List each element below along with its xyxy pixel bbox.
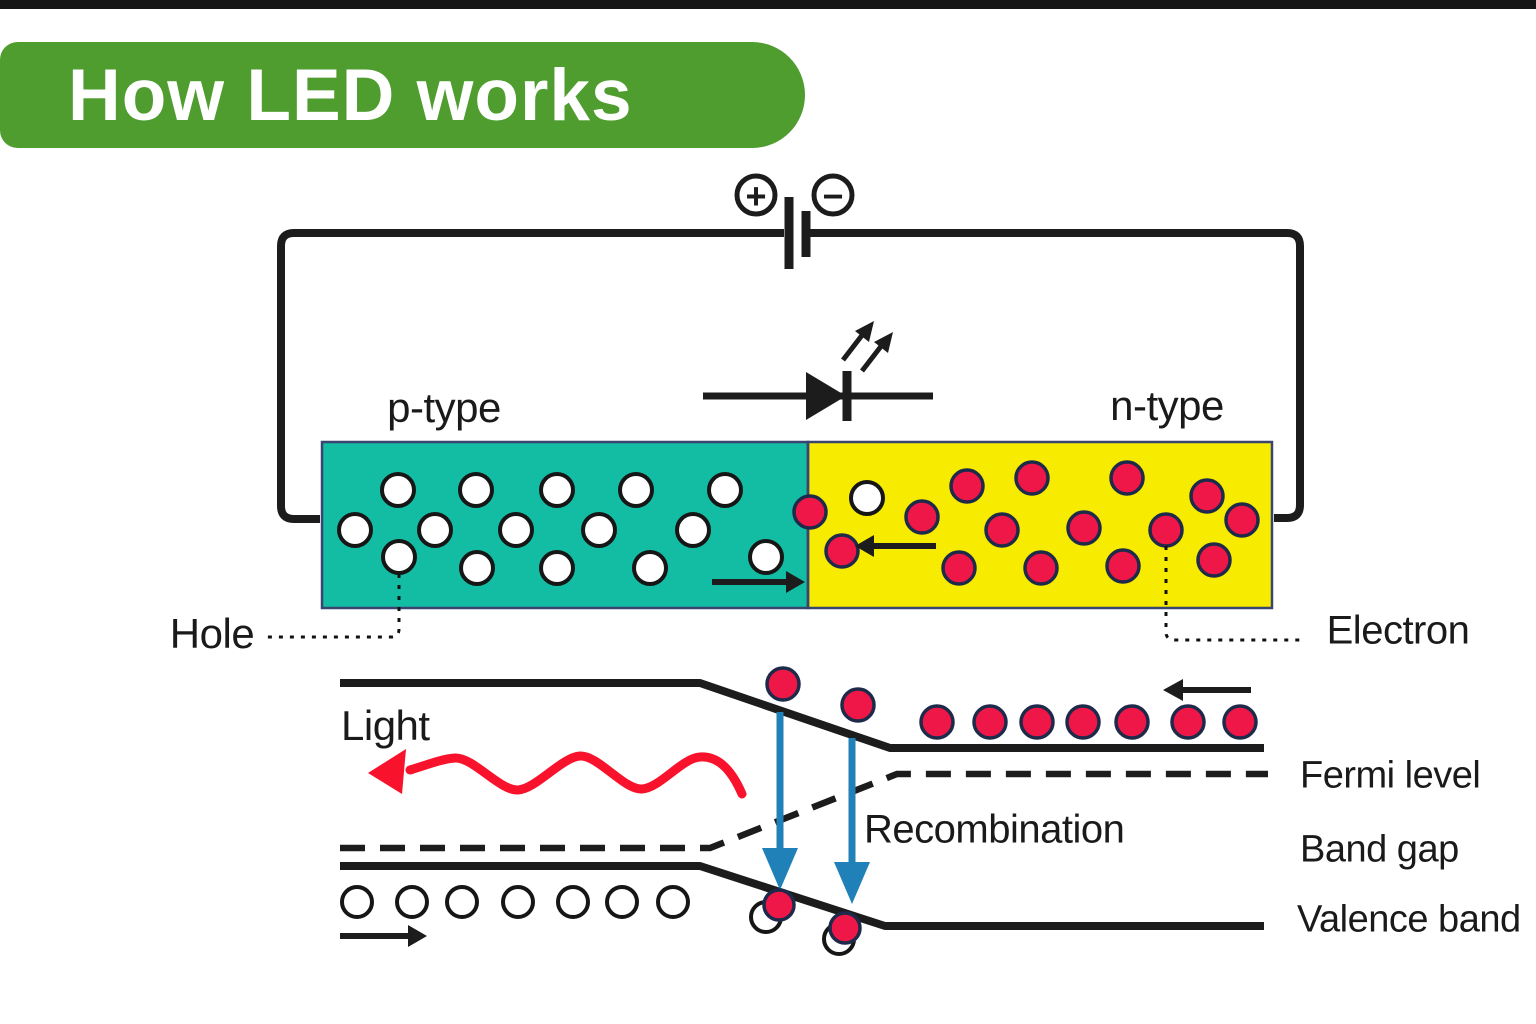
valence-band-line [340,862,1264,930]
hole-label: Hole [169,610,255,657]
hole-leader-line [263,574,401,639]
n-type-hole [849,480,885,516]
electron-label: Electron [1326,608,1470,653]
fermi-level-line [340,770,1268,852]
valence-band-label: Valence band [1297,898,1521,941]
recombination-label: Recombination [864,807,1125,852]
valence-band-holes [340,885,690,919]
circuit-wire-right [810,229,1304,522]
light-label: Light [341,702,430,749]
circuit-wires [277,229,1304,523]
band-gap-label: Band gap [1300,828,1459,871]
battery-minus-sign: − [822,176,843,217]
p-type-holes [337,472,784,586]
falling-electrons [765,666,876,723]
hole-flow-arrow-right [340,925,427,947]
n-type-electrons [824,460,1260,586]
battery-symbol: + − [734,173,855,269]
fermi-level-label: Fermi level [1300,754,1481,797]
hole-drift-arrow-right [712,571,805,593]
page-title: How LED works [68,54,633,136]
led-diode-with-emission-arrows-icon [703,321,933,421]
n-type-label: n-type [1110,382,1224,429]
electron-flow-arrow-left [1163,679,1251,701]
band-diagram [340,666,1268,956]
title-banner: How LED works [0,42,805,148]
conduction-band-electrons [919,704,1258,740]
battery-plus-sign: + [745,176,766,217]
circuit-wire-left [277,229,784,523]
p-type-label: p-type [387,384,501,431]
minus-circle-icon [811,173,855,217]
plus-circle-icon [734,173,778,217]
junction-electron [792,494,828,530]
recombined-electrons [762,888,862,945]
red-wavy-arrow-left-icon [368,749,747,799]
top-edge-bar [0,0,1536,9]
conduction-band-line [340,679,1264,752]
blue-down-arrows-icon [762,712,870,904]
electron-leader-line [1164,546,1305,642]
electron-drift-arrow-left [855,535,936,557]
